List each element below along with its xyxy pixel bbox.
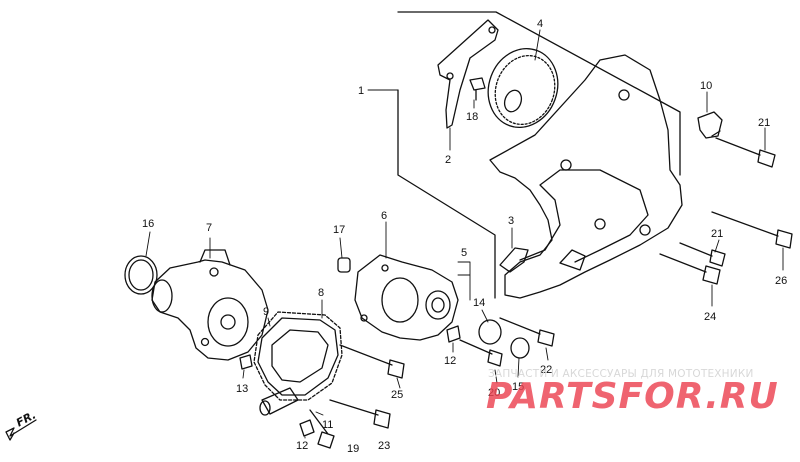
bolt-22 — [499, 317, 555, 347]
leader-11 — [315, 411, 324, 416]
leader-14 — [481, 309, 489, 323]
watermark-logo: PARTSFOR.RU — [486, 376, 779, 417]
pump-cover-8 — [257, 317, 339, 396]
leader-5 — [457, 261, 471, 301]
callout-25: 25 — [391, 389, 403, 401]
leader-16 — [145, 231, 151, 257]
clip-10 — [697, 111, 723, 139]
pump-impeller — [207, 297, 249, 347]
callout-26: 26 — [775, 275, 787, 287]
collar-14 — [478, 319, 502, 345]
pump-bolt-hole — [209, 267, 219, 277]
callout-13: 13 — [236, 383, 248, 395]
callout-6: 6 — [381, 210, 387, 222]
pump-cover-8-rib — [271, 329, 329, 383]
callout-15: 15 — [512, 381, 524, 393]
cover-outline — [489, 54, 683, 299]
leader-17 — [339, 237, 343, 259]
callout-labels: 1 2 3 4 5 6 7 8 9 10 11 12 12 13 14 15 1… — [142, 18, 787, 455]
housing-port-inner — [431, 297, 445, 313]
callout-3: 3 — [508, 215, 514, 227]
callout-8: 8 — [318, 287, 324, 299]
gasket-9 — [253, 311, 343, 401]
leader-22 — [545, 347, 549, 361]
callout-22: 22 — [540, 364, 552, 376]
pump-impeller-hub — [220, 314, 236, 330]
cover-inner-edge — [519, 169, 649, 263]
cover-bolt-hole — [594, 218, 606, 230]
callout-20: 20 — [488, 387, 500, 399]
callout-23: 23 — [378, 440, 390, 452]
cover-bolt-hole — [618, 89, 630, 101]
o-ring-16-inner — [128, 259, 154, 291]
callout-19: 19 — [347, 443, 359, 455]
housing-6 — [354, 254, 459, 341]
bolt-19 — [309, 409, 335, 449]
leader-21b — [714, 239, 720, 253]
seal-strip-hole — [488, 26, 496, 34]
callout-16: 16 — [142, 218, 154, 230]
callout-11: 11 — [322, 419, 333, 431]
callout-1: 1 — [358, 85, 364, 97]
bracket-3 — [499, 247, 529, 273]
housing-bolt-hole — [381, 264, 389, 272]
housing-port — [425, 290, 451, 320]
callout-7: 7 — [206, 222, 212, 234]
pump-bolt-hole — [200, 337, 210, 347]
washer-12-right — [446, 325, 461, 343]
cover-bolt-hole — [639, 224, 651, 236]
callout-10: 10 — [700, 80, 712, 92]
leader-9 — [267, 317, 271, 327]
callout-18: 18 — [466, 111, 478, 123]
callout-21-top: 21 — [758, 117, 770, 129]
group-bracket-1 — [397, 11, 681, 299]
callout-14: 14 — [473, 297, 485, 309]
callout-17: 17 — [333, 224, 345, 236]
pump-neck — [199, 249, 231, 266]
bolt-21a — [711, 130, 776, 168]
disc-part-rim — [494, 54, 556, 126]
callout-24: 24 — [704, 311, 716, 323]
pump-outlet-end — [259, 400, 271, 416]
pump-outlet — [261, 387, 299, 415]
bolt-26 — [711, 211, 793, 249]
housing-window — [381, 277, 419, 323]
washer-12-left — [299, 419, 315, 437]
front-arrow — [5, 419, 37, 441]
seal-strip-hole — [446, 72, 454, 80]
dowel-17 — [337, 257, 351, 273]
watermark-caption: ЗАПЧАСТИ И АКСЕССУАРЫ ДЛЯ МОТОТЕХНИКИ — [488, 368, 754, 380]
callout-12-right: 12 — [444, 355, 456, 367]
bolt-20 — [459, 339, 503, 367]
callout-9: 9 — [263, 306, 269, 318]
callout-12-left: 12 — [296, 440, 308, 452]
cover-bolt-hole — [560, 159, 572, 171]
callout-2: 2 — [445, 154, 451, 166]
pump-inlet — [151, 279, 173, 313]
bolt-21b — [679, 242, 726, 267]
leader-20 — [494, 369, 498, 384]
leader-4 — [534, 29, 541, 61]
housing-bolt-hole — [360, 314, 368, 322]
callout-5: 5 — [461, 247, 467, 259]
dowel-13 — [239, 354, 253, 370]
bolt-18 — [469, 77, 486, 101]
leader-13 — [242, 369, 245, 379]
pump-body-7 — [151, 259, 269, 361]
bolt-24 — [659, 253, 721, 285]
callout-4: 4 — [537, 18, 543, 30]
bolt-25 — [339, 344, 405, 379]
leader-15 — [517, 357, 520, 378]
cover-bracket — [559, 249, 586, 271]
bolt-23 — [329, 399, 391, 429]
callout-21-mid: 21 — [711, 228, 723, 240]
disc-hub — [503, 89, 523, 113]
seal-15 — [510, 337, 530, 359]
o-ring-16 — [124, 255, 158, 295]
leader-25 — [396, 377, 401, 389]
